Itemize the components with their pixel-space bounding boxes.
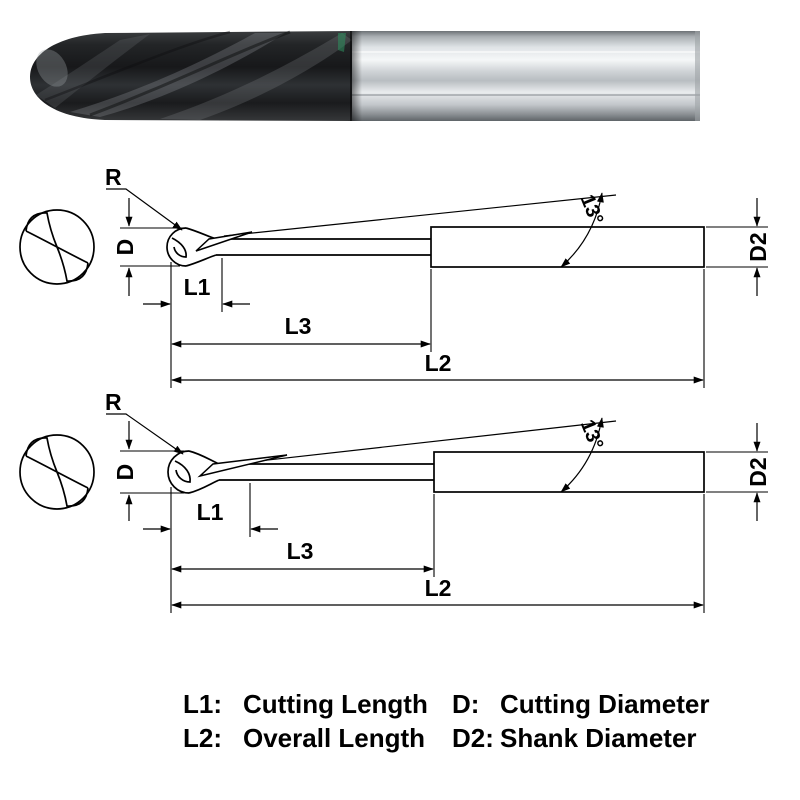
radius-dimension-2: R [105, 389, 184, 455]
shank-diameter-label: D2 [745, 457, 771, 486]
photo-green-glint [338, 33, 346, 52]
flute-beak [197, 454, 288, 478]
taper-angle-dimension-1: 13° [560, 192, 608, 268]
overall-length-dimension-1: L2 [171, 269, 705, 388]
taper-angle-dimension-2: 13° [560, 417, 607, 493]
photo-flute-streak [70, 33, 285, 117]
legend-key-l1: L1: [183, 689, 222, 719]
legend: L1: Cutting Length D: Cutting Diameter L… [183, 689, 709, 753]
photo-flute-groove [89, 30, 291, 117]
photo-flute-streak [160, 33, 352, 120]
side-view-1 [166, 194, 705, 268]
photo-junction-shadow [350, 31, 362, 121]
end-view-1 [19, 209, 95, 285]
legend-key-d2: D2: [452, 723, 494, 753]
legend-key-d: D: [452, 689, 479, 719]
shank-outline [433, 451, 705, 493]
taper-construction-line [249, 420, 617, 463]
legend-desc-d2: Shank Diameter [500, 723, 697, 753]
shank-diameter-label: D2 [745, 232, 771, 261]
shank-diameter-dimension-1: D2 [706, 198, 771, 296]
photo-shank [350, 31, 700, 121]
taper-angle-label: 13° [576, 192, 608, 228]
photo-flute-streak [36, 34, 150, 108]
neck-length-dimension-1: L3 [171, 269, 432, 352]
neck-length-label: L3 [285, 313, 312, 339]
legend-desc-d: Cutting Diameter [500, 689, 709, 719]
flute-curl [171, 237, 187, 258]
drawing-1: R D 13° D2 L1 [19, 164, 771, 388]
cutting-length-label: L1 [184, 274, 211, 300]
neck-length-label: L3 [287, 538, 314, 564]
drawing-2: R D 13° D2 L1 [19, 389, 771, 613]
cutting-diameter-dimension-1: D [112, 198, 182, 296]
overall-length-label: L2 [425, 350, 452, 376]
neck-length-dimension-2: L3 [171, 494, 435, 577]
photo-flute-groove [44, 30, 231, 102]
taper-construction-line [223, 194, 617, 237]
end-view-2 [19, 434, 95, 510]
photo-ball-highlight [36, 49, 68, 87]
cutting-length-dimension-1: L1 [143, 258, 250, 388]
overall-length-label: L2 [425, 575, 452, 601]
flute-beak [195, 231, 253, 252]
radius-label: R [105, 389, 122, 415]
radius-label: R [105, 164, 122, 190]
cutting-length-label: L1 [197, 499, 224, 525]
legend-desc-l2: Overall Length [243, 723, 425, 753]
radius-dimension-1: R [105, 164, 183, 231]
cutting-length-dimension-2: L1 [143, 483, 278, 613]
shank-diameter-dimension-2: D2 [706, 423, 771, 521]
cutting-diameter-dimension-2: D [112, 421, 184, 521]
cutting-diameter-label: D [112, 239, 138, 256]
cutting-diameter-label: D [112, 464, 138, 481]
flute-curl [174, 460, 191, 483]
photo-shank-end [695, 31, 700, 121]
side-view-2 [167, 420, 705, 494]
legend-key-l2: L2: [183, 723, 222, 753]
overall-length-dimension-2: L2 [171, 494, 705, 613]
photo-cutting-part [30, 31, 352, 121]
product-photo [30, 30, 700, 121]
legend-desc-l1: Cutting Length [243, 689, 428, 719]
